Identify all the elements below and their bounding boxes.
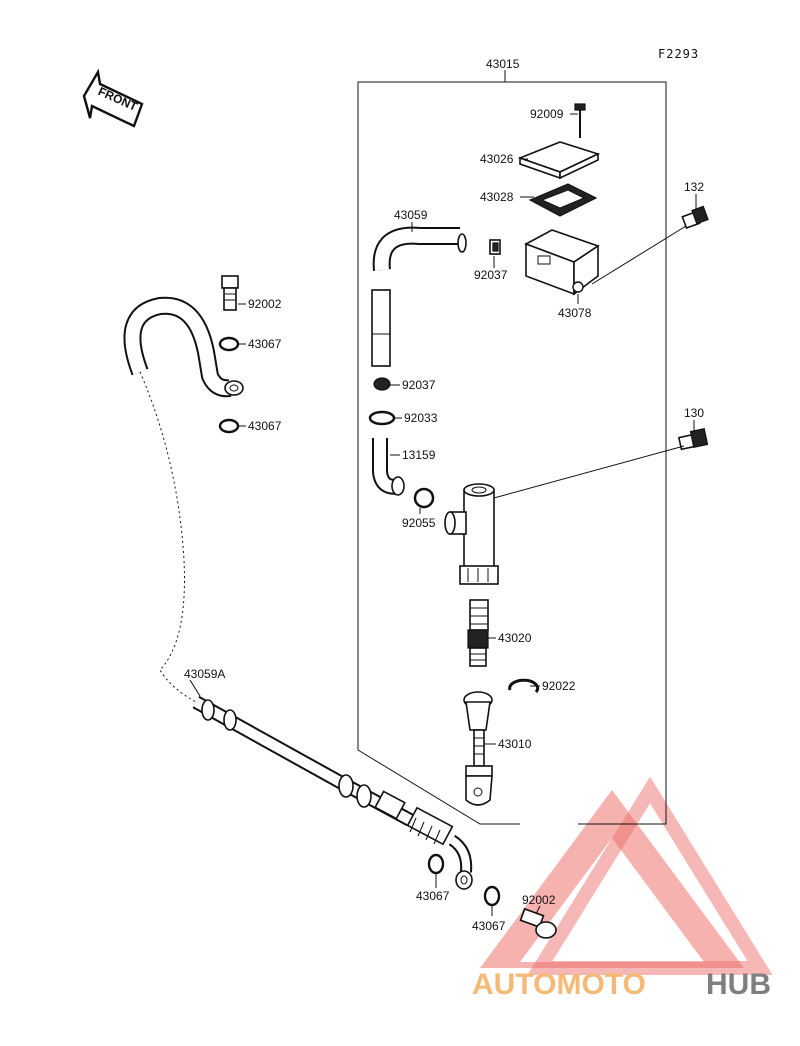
banjo-bolt-92002b <box>519 907 557 939</box>
washer-43067b <box>218 418 240 434</box>
label-132: 132 <box>684 180 704 194</box>
master-cylinder <box>444 483 499 585</box>
label-92055: 92055 <box>402 516 436 530</box>
label-43059: 43059 <box>394 208 428 222</box>
hose-tube <box>371 289 391 367</box>
hose-clip-92037b <box>373 377 391 391</box>
washer-43067d <box>483 885 501 907</box>
assembly-frame <box>357 70 667 825</box>
washer-43067c <box>427 853 445 875</box>
bolt-130 <box>677 428 709 451</box>
label-43010: 43010 <box>498 737 532 751</box>
label-43067b: 43067 <box>248 419 282 433</box>
watermark-text-1: AUTOMOTO <box>472 968 646 1001</box>
label-92033: 92033 <box>404 411 438 425</box>
label-92037a: 92037 <box>474 268 508 282</box>
banjo-bolt-92002a <box>221 275 239 311</box>
label-43026: 43026 <box>480 152 514 166</box>
diagram-code: F2293 <box>658 47 699 61</box>
front-arrow-icon: FRONT <box>82 68 144 128</box>
label-43067d: 43067 <box>472 919 506 933</box>
bolt-132 <box>681 205 709 230</box>
label-43028: 43028 <box>480 190 514 204</box>
label-43067c: 43067 <box>416 889 450 903</box>
washer-43067a <box>218 336 240 352</box>
label-13159: 13159 <box>402 448 436 462</box>
reservoir-hose <box>372 226 467 271</box>
watermark-text-2: HUB <box>706 968 771 1001</box>
master-cylinder-body <box>524 229 600 296</box>
label-130: 130 <box>684 406 704 420</box>
hose-clip-92037a <box>489 239 501 255</box>
label-43078: 43078 <box>558 306 592 320</box>
brake-hose-43059A <box>123 296 473 890</box>
elbow-fitting-13159 <box>372 438 405 496</box>
piston-kit <box>467 599 489 667</box>
reservoir-cap <box>517 141 601 180</box>
part-labels: 43015 92009 43026 43028 132 43059 92037 … <box>184 57 704 933</box>
leader-lines <box>189 113 697 916</box>
reservoir-screw <box>574 103 586 138</box>
label-43067a: 43067 <box>248 337 282 351</box>
label-43059A: 43059A <box>184 667 225 681</box>
ring-92033 <box>368 410 396 426</box>
label-43020: 43020 <box>498 631 532 645</box>
label-92022: 92022 <box>542 679 576 693</box>
label-43015: 43015 <box>486 57 520 71</box>
label-92009: 92009 <box>530 107 564 121</box>
push-rod <box>463 691 493 806</box>
label-92002b: 92002 <box>522 893 556 907</box>
label-92002a: 92002 <box>248 297 282 311</box>
oring-92055 <box>413 487 435 509</box>
circlip-92022 <box>508 678 540 694</box>
cap-diaphragm <box>528 183 598 217</box>
label-92037b: 92037 <box>402 378 436 392</box>
watermark-logo: AUTOMOTO HUB <box>472 776 773 1001</box>
